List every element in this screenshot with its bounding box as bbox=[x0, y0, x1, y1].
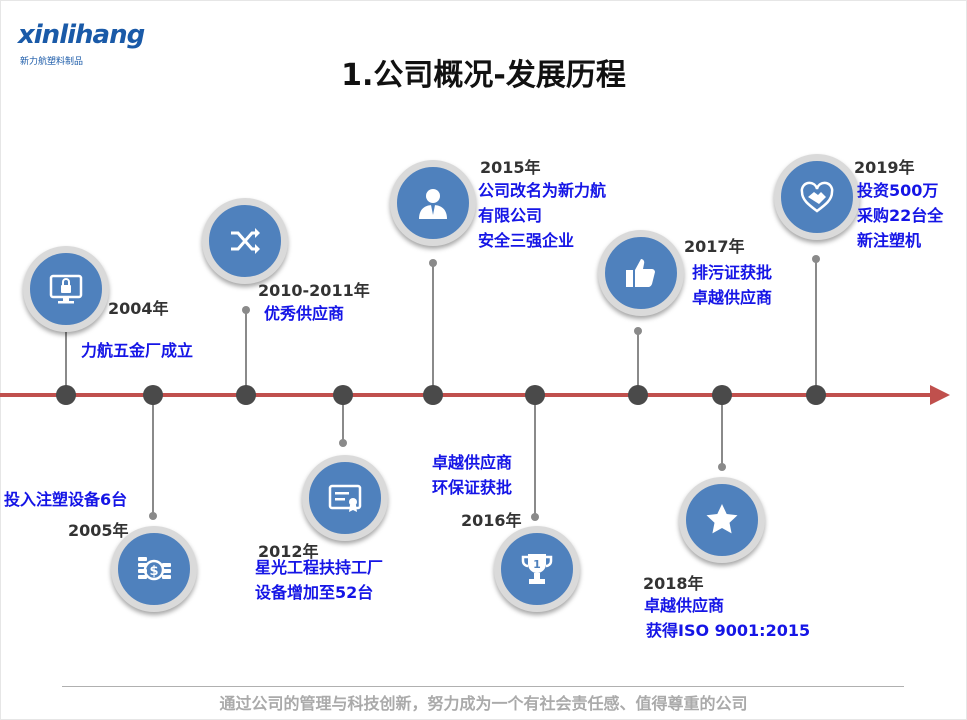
connector-2015 bbox=[432, 263, 434, 396]
person-icon bbox=[419, 189, 447, 219]
connector-2018 bbox=[721, 395, 723, 467]
connector-2019 bbox=[815, 259, 817, 396]
milestone-icon-2010-2011 bbox=[202, 198, 288, 284]
desc-line: 卓越供应商 bbox=[692, 288, 773, 307]
connector-end-2017 bbox=[634, 327, 642, 335]
footer-divider bbox=[62, 686, 904, 687]
connector-2004 bbox=[65, 318, 67, 396]
svg-text:1: 1 bbox=[533, 558, 541, 571]
connector-2016 bbox=[534, 395, 536, 517]
milestone-desc-2018: 卓越供应商 获得ISO 9001:2015 bbox=[644, 593, 810, 643]
trophy-icon: 1 bbox=[521, 554, 553, 584]
desc-line: 投资500万 bbox=[857, 181, 939, 200]
connector-2010-2011 bbox=[245, 310, 247, 396]
milestone-dot-2012 bbox=[333, 385, 353, 405]
milestone-dot-2016 bbox=[525, 385, 545, 405]
milestone-icon-2004 bbox=[23, 246, 109, 332]
desc-line: 优秀供应商 bbox=[264, 304, 345, 323]
year-label-2018: 2018年 bbox=[643, 574, 704, 593]
desc-line: 排污证获批 bbox=[692, 263, 773, 282]
year-label-2010-2011: 2010-2011年 bbox=[258, 281, 370, 300]
milestone-dot-2010-2011 bbox=[236, 385, 256, 405]
page-title: 1.公司概况-发展历程 bbox=[341, 58, 626, 93]
shuffle-icon bbox=[231, 228, 260, 254]
year-label-2015: 2015年 bbox=[480, 158, 541, 177]
desc-line: 采购22台全 bbox=[857, 206, 944, 225]
desc-line: 卓越供应商 bbox=[432, 453, 513, 472]
milestone-icon-2012 bbox=[302, 455, 388, 541]
desc-line: 力航五金厂成立 bbox=[81, 341, 194, 360]
logo-wordmark: xinlihang bbox=[18, 20, 145, 50]
desc-line: 环保证获批 bbox=[432, 478, 513, 497]
milestone-desc-2005: 投入注塑设备6台 bbox=[4, 487, 127, 512]
milestone-desc-2017: 排污证获批 卓越供应商 bbox=[692, 260, 772, 310]
handshake-icon bbox=[800, 181, 834, 213]
connector-end-2010-2011 bbox=[242, 306, 250, 314]
connector-end-2019 bbox=[812, 255, 820, 263]
desc-line: 有限公司 bbox=[478, 206, 543, 225]
year-label-2005: 2005年 bbox=[68, 521, 129, 540]
footer-slogan: 通过公司的管理与科技创新，努力成为一个有社会责任感、值得尊重的公司 bbox=[219, 694, 748, 713]
year-label-2012: 2012年 bbox=[258, 542, 319, 561]
year-label-2019: 2019年 bbox=[854, 158, 915, 177]
timeline-axis bbox=[0, 393, 935, 397]
connector-end-2005 bbox=[149, 512, 157, 520]
milestone-desc-2012: 星光工程扶持工厂 设备增加至52台 bbox=[255, 555, 383, 605]
connector-2012 bbox=[342, 395, 344, 443]
milestone-icon-2019 bbox=[774, 154, 860, 240]
year-label-2017: 2017年 bbox=[684, 237, 745, 256]
connector-2005 bbox=[152, 395, 154, 515]
milestone-dot-2005 bbox=[143, 385, 163, 405]
milestone-desc-2004: 力航五金厂成立 bbox=[81, 338, 193, 363]
year-label-2004: 2004年 bbox=[108, 299, 169, 318]
connector-2017 bbox=[637, 331, 639, 396]
milestone-dot-2015 bbox=[423, 385, 443, 405]
year-label-2016: 2016年 bbox=[461, 511, 522, 530]
logo-subtitle: 新力航塑料制品 bbox=[20, 57, 84, 67]
milestone-icon-2005: $ bbox=[111, 526, 197, 612]
star-icon bbox=[706, 504, 738, 534]
milestone-dot-2004 bbox=[56, 385, 76, 405]
certificate-icon bbox=[328, 484, 362, 512]
desc-line: 安全三强企业 bbox=[478, 231, 575, 250]
desc-line: 星光工程扶持工厂 bbox=[255, 558, 384, 577]
desc-line: 设备增加至52台 bbox=[255, 583, 374, 602]
milestone-icon-2017 bbox=[598, 230, 684, 316]
monitor-lock-icon bbox=[49, 274, 83, 304]
desc-line: 新注塑机 bbox=[857, 231, 922, 250]
milestone-icon-2018 bbox=[679, 477, 765, 563]
milestone-desc-2015: 公司改名为新力航 有限公司 安全三强企业 bbox=[478, 178, 606, 253]
milestone-desc-2010-2011: 优秀供应商 bbox=[264, 301, 344, 326]
milestone-dot-2019 bbox=[806, 385, 826, 405]
svg-text:$: $ bbox=[149, 564, 158, 579]
milestone-desc-2019: 投资500万 采购22台全 新注塑机 bbox=[857, 178, 943, 253]
connector-end-2012 bbox=[339, 439, 347, 447]
milestone-icon-2015 bbox=[390, 160, 476, 246]
connector-end-2018 bbox=[718, 463, 726, 471]
desc-line: 卓越供应商 bbox=[644, 596, 725, 615]
connector-end-2015 bbox=[429, 259, 437, 267]
milestone-dot-2018 bbox=[712, 385, 732, 405]
milestone-desc-2016: 卓越供应商 环保证获批 bbox=[432, 450, 512, 500]
desc-line: 公司改名为新力航 bbox=[478, 181, 607, 200]
timeline-arrowhead bbox=[930, 385, 950, 405]
milestone-icon-2016: 1 bbox=[494, 526, 580, 612]
desc-line: 投入注塑设备6台 bbox=[4, 490, 128, 509]
desc-line: 获得ISO 9001:2015 bbox=[646, 621, 811, 640]
connector-end-2016 bbox=[531, 513, 539, 521]
milestone-dot-2017 bbox=[628, 385, 648, 405]
coins-dollar-icon: $ bbox=[138, 557, 171, 581]
company-logo: xinlihang 新力航塑料制品 bbox=[8, 18, 145, 68]
thumbs-up-icon bbox=[626, 259, 655, 287]
